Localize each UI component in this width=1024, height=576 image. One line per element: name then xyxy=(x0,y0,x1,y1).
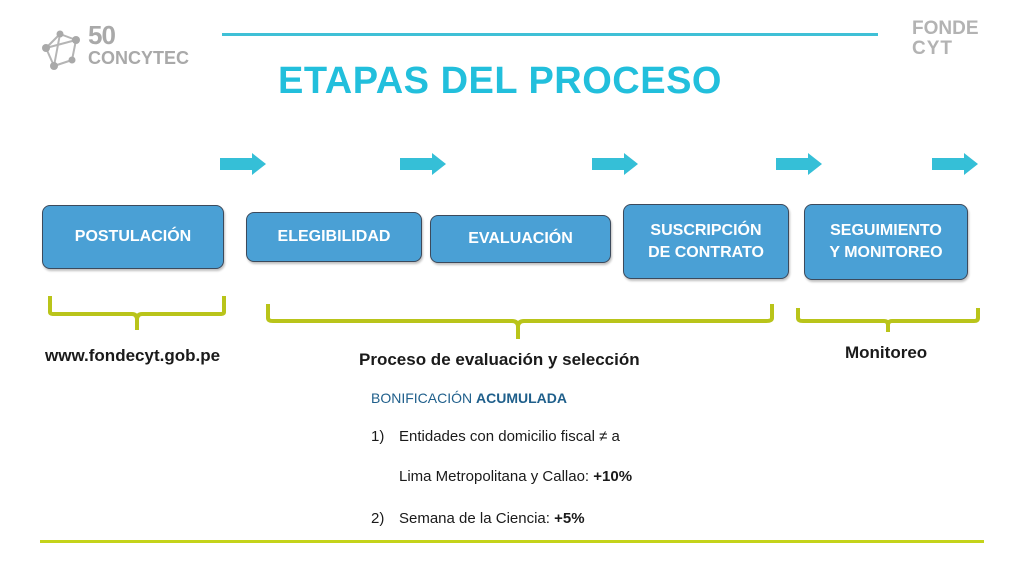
logo-line-1: FONDE xyxy=(912,18,979,39)
logo-number: 50 xyxy=(88,20,116,50)
bonus-item-number: 1) xyxy=(371,428,385,445)
logo-line-2: CYT xyxy=(912,38,953,59)
bonus-item-number: 2) xyxy=(371,510,385,527)
bonus-item-value: +5% xyxy=(554,510,585,527)
top-divider xyxy=(222,33,878,36)
arrow-right-icon xyxy=(220,153,266,175)
arrow-right-icon xyxy=(592,153,638,175)
arrow-right-icon xyxy=(932,153,978,175)
evaluation-group-label: Proceso de evaluación y selección xyxy=(359,350,640,369)
stage-suscripcion: SUSCRIPCIÓN DE CONTRATO xyxy=(623,204,789,279)
bonus-heading-part1: BONIFICACIÓN xyxy=(371,390,473,406)
concytec-logo: 50 CONCYTEC xyxy=(38,18,190,78)
stage-seguimiento: SEGUIMIENTO Y MONITOREO xyxy=(804,204,968,280)
stage-label: SEGUIMIENTO Y MONITOREO xyxy=(829,222,943,261)
arrow-right-icon xyxy=(400,153,446,175)
bonus-item-line: Entidades con domicilio fiscal ≠ a xyxy=(399,428,620,445)
stage-label: EVALUACIÓN xyxy=(468,230,573,247)
monitoring-group-label: Monitoreo xyxy=(845,343,928,362)
bonus-item-value: +10% xyxy=(593,468,633,485)
stage-elegibilidad: ELEGIBILIDAD xyxy=(246,212,422,262)
stage-label: POSTULACIÓN xyxy=(74,228,192,245)
stage-postulacion: POSTULACIÓN xyxy=(42,205,224,269)
bonus-heading-part2: ACUMULADA xyxy=(476,390,568,406)
stage-evaluacion: EVALUACIÓN xyxy=(430,215,611,263)
website-link[interactable]: www.fondecyt.gob.pe xyxy=(45,346,221,365)
network-icon xyxy=(42,30,80,70)
page-title: ETAPAS DEL PROCESO xyxy=(278,60,722,102)
brace-postulacion xyxy=(48,296,226,330)
bonus-item-text: Lima Metropolitana y Callao: xyxy=(399,468,594,485)
bonus-item-detail: Lima Metropolitana y Callao: +10% xyxy=(399,468,632,485)
stage-label: SUSCRIPCIÓN DE CONTRATO xyxy=(648,221,764,261)
brace-evaluacion xyxy=(266,304,774,339)
brace-monitoreo xyxy=(796,308,980,332)
logo-name: CONCYTEC xyxy=(88,48,190,68)
bonus-item-text: Semana de la Ciencia: xyxy=(399,510,555,527)
fondecyt-logo: FONDE CYT xyxy=(908,18,988,62)
arrow-right-icon xyxy=(776,153,822,175)
bonus-heading: BONIFICACIÓN ACUMULADA xyxy=(371,390,567,406)
bottom-divider xyxy=(40,540,984,543)
bonus-item-detail: Semana de la Ciencia: +5% xyxy=(399,510,585,527)
stage-label: ELEGIBILIDAD xyxy=(277,228,391,245)
